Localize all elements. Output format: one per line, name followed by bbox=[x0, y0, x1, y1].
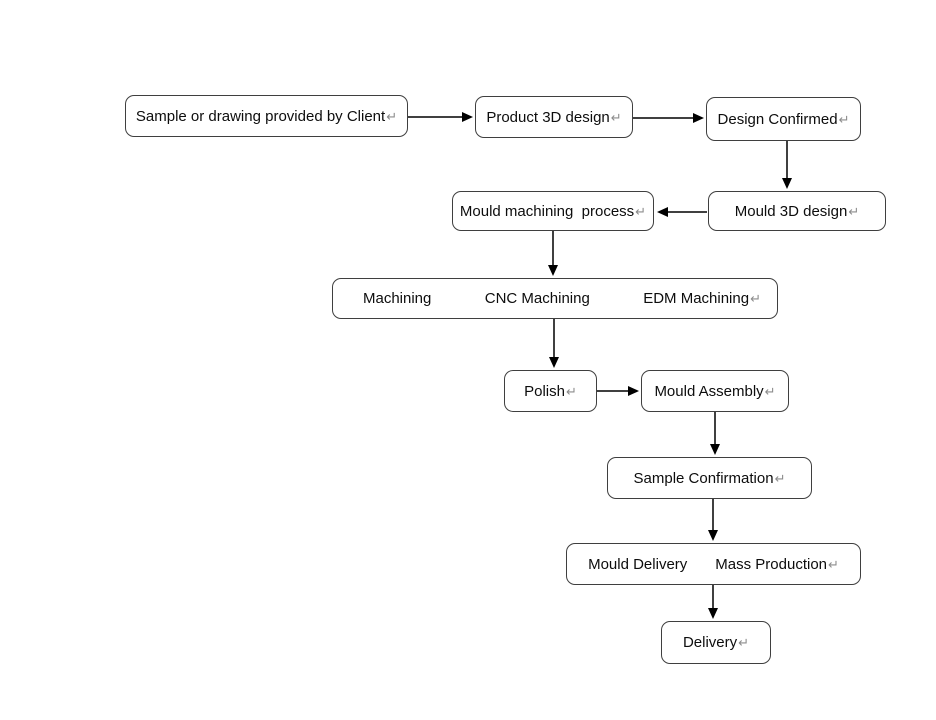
node-polish: Polish↵ bbox=[504, 370, 597, 412]
machining-label: Machining bbox=[363, 290, 431, 307]
node-machining-stages: Machining CNC Machining EDM Machining↵ bbox=[332, 278, 778, 319]
node-label-group: Product 3D design↵ bbox=[486, 109, 621, 126]
return-mark-icon: ↵ bbox=[635, 203, 647, 219]
return-mark-icon: ↵ bbox=[738, 635, 750, 650]
return-mark-icon: ↵ bbox=[565, 383, 577, 399]
node-label: Mould Assembly bbox=[654, 382, 764, 400]
node-mould-3d-design: Mould 3D design↵ bbox=[708, 191, 886, 231]
node-label-group: Sample Confirmation↵ bbox=[634, 470, 786, 487]
node-label-group: Design Confirmed↵ bbox=[718, 111, 850, 128]
node-label-group: Mould 3D design↵ bbox=[735, 203, 859, 220]
node-label-group: Mould machining process↵ bbox=[460, 203, 646, 220]
return-mark-icon: ↵ bbox=[848, 203, 860, 219]
node-label: Mould machining process bbox=[459, 202, 635, 220]
node-label: Machining bbox=[363, 290, 432, 307]
return-mark-icon: ↵ bbox=[828, 556, 839, 572]
node-label-group: Mould Assembly↵ bbox=[654, 383, 775, 400]
node-sample-confirmation: Sample Confirmation↵ bbox=[607, 457, 812, 499]
node-label: Mould Delivery bbox=[588, 555, 688, 573]
node-label: Mass Production bbox=[715, 555, 827, 573]
mass-production-label: Mass Production↵ bbox=[715, 556, 839, 573]
node-label: EDM Machining bbox=[643, 290, 750, 307]
mould-delivery-label: Mould Delivery bbox=[588, 556, 687, 573]
node-mould-assembly: Mould Assembly↵ bbox=[641, 370, 789, 412]
node-label: Mould 3D design bbox=[734, 202, 848, 220]
node-label: CNC Machining bbox=[484, 290, 590, 307]
node-label-group: Polish↵ bbox=[524, 383, 577, 400]
node-delivery-stages: Mould Delivery Mass Production↵ bbox=[566, 543, 861, 585]
node-client-sample: Sample or drawing provided by Client↵ bbox=[125, 95, 408, 137]
node-label-group: Sample or drawing provided by Client↵ bbox=[136, 108, 397, 125]
node-mould-machining-process: Mould machining process↵ bbox=[452, 191, 654, 231]
node-label: Sample Confirmation bbox=[633, 469, 774, 487]
node-label: Delivery bbox=[682, 634, 738, 651]
node-label: Design Confirmed bbox=[717, 110, 838, 128]
return-mark-icon: ↵ bbox=[838, 111, 850, 127]
return-mark-icon: ↵ bbox=[774, 470, 786, 486]
cnc-machining-label: CNC Machining bbox=[485, 290, 590, 307]
node-delivery: Delivery↵ bbox=[661, 621, 771, 664]
return-mark-icon: ↵ bbox=[764, 383, 776, 399]
node-label-group: Delivery↵ bbox=[683, 634, 749, 651]
node-label: Product 3D design bbox=[486, 108, 610, 126]
edm-machining-label: EDM Machining↵ bbox=[643, 290, 761, 307]
node-design-confirmed: Design Confirmed↵ bbox=[706, 97, 861, 141]
node-label: Sample or drawing provided by Client bbox=[135, 107, 386, 125]
return-mark-icon: ↵ bbox=[750, 291, 761, 306]
return-mark-icon: ↵ bbox=[610, 109, 622, 125]
return-mark-icon: ↵ bbox=[386, 108, 398, 124]
node-label: Polish bbox=[524, 382, 565, 400]
node-product-3d-design: Product 3D design↵ bbox=[475, 96, 633, 138]
